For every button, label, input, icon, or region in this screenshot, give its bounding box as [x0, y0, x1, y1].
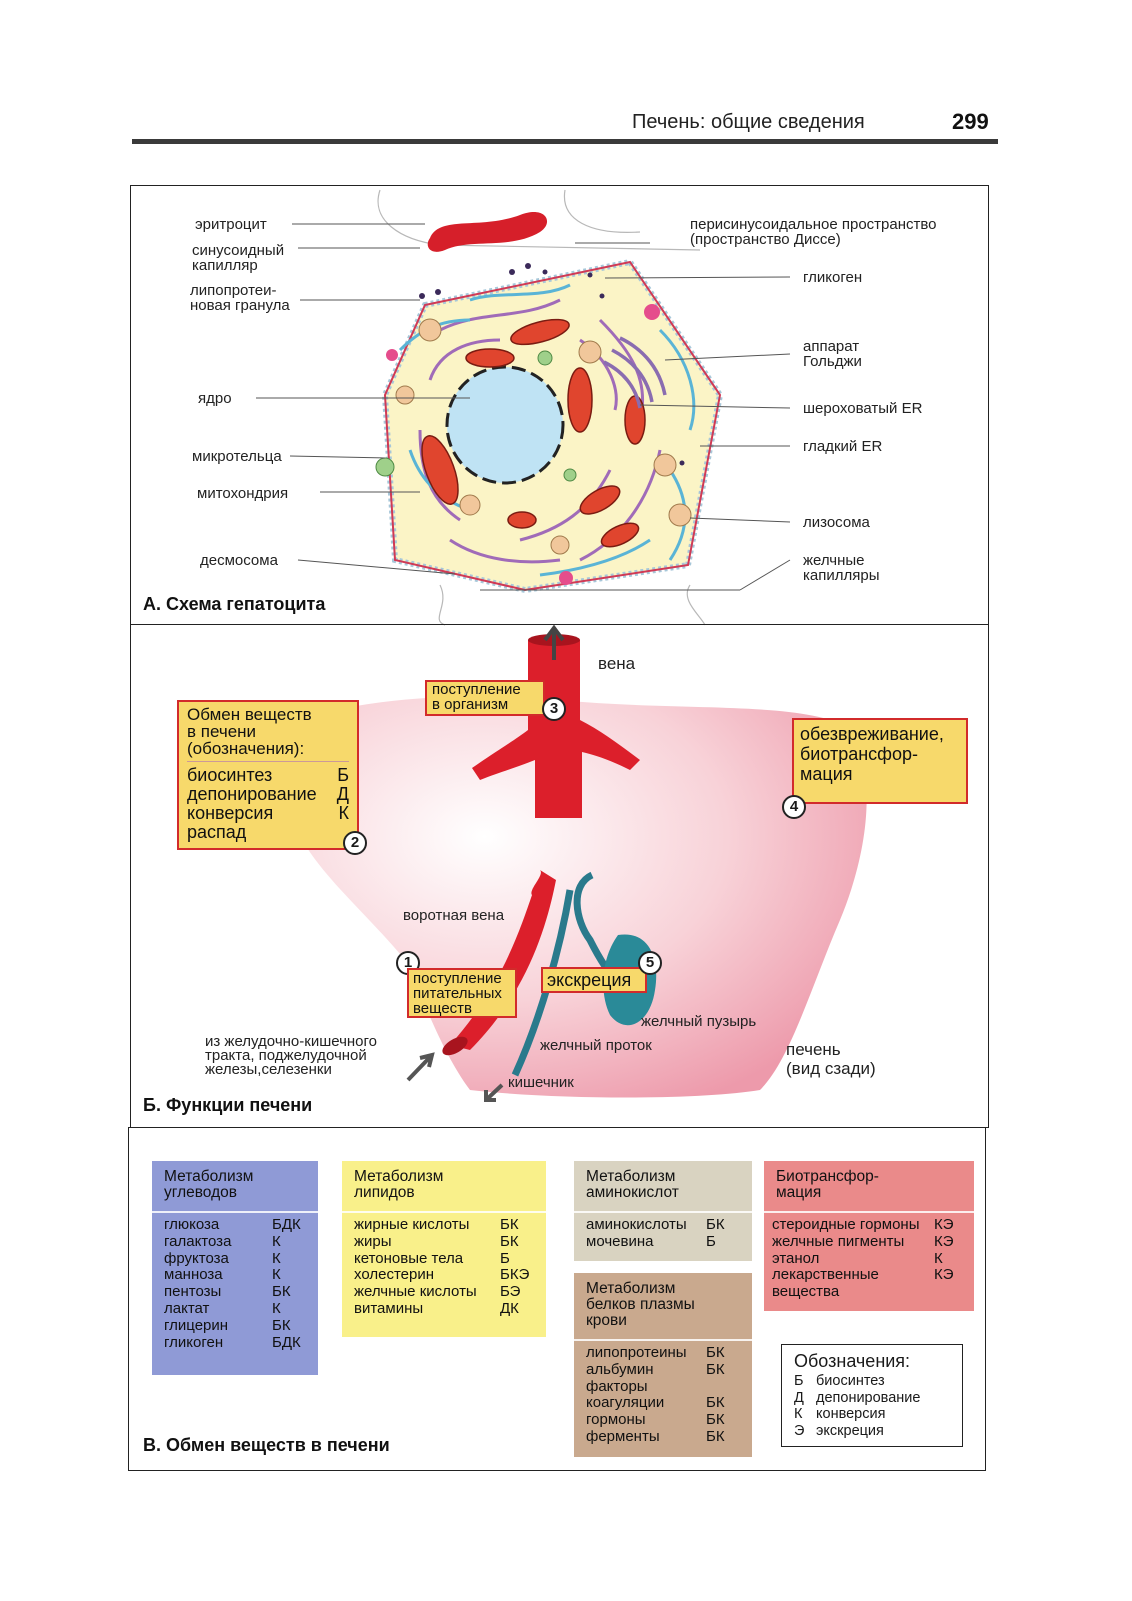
label-golgi: аппарат Гольджи: [803, 338, 862, 370]
nutrients-box: поступление питательных веществ: [407, 968, 517, 1018]
table-row: вещества: [772, 1283, 840, 1301]
excretion-text: экскреция: [547, 970, 632, 990]
label-liver: печень (вид сзади): [786, 1040, 876, 1078]
detox-box: обезвреживание, биотрансфор- мация: [792, 718, 968, 804]
plasma-proteins-title: Метаболизм белков плазмы крови: [586, 1280, 695, 1329]
label-from-gi: из желудочно-кишечного тракта, поджелудо…: [205, 1033, 378, 1078]
label-gallbladder: желчный пузырь: [641, 1013, 757, 1030]
label-mitochondrion: митохондрия: [197, 485, 289, 502]
plasma-proteins-table: Метаболизм белков плазмы крови липопроте…: [574, 1273, 752, 1457]
label-lipoprotein-granule: липопротеи- новая гранула: [190, 282, 290, 314]
label-erythrocyte: эритроцит: [195, 216, 267, 233]
intake-organism-text: поступление в организм: [432, 681, 521, 713]
label-intestine: кишечник: [508, 1074, 574, 1091]
page-header-title: Печень: общие сведения: [632, 111, 865, 133]
nutrients-text: поступление питательных веществ: [413, 970, 502, 1017]
label-vena: вена: [598, 654, 636, 673]
carbs-title: Метаболизм углеводов: [164, 1168, 254, 1201]
excretion-box: экскреция: [541, 967, 647, 993]
label-nucleus: ядро: [198, 390, 232, 407]
section-a-title: А. Схема гепатоцита: [143, 594, 326, 614]
label-desmosome: десмосома: [200, 552, 278, 569]
number-2-badge: 2: [343, 831, 367, 855]
label-rough-er: шероховатый ER: [803, 400, 923, 417]
label-lysosome: лизосома: [803, 514, 870, 531]
detox-text: обезвреживание, биотрансфор- мация: [800, 724, 944, 784]
label-portal-vein: воротная вена: [403, 907, 505, 924]
amino-title: Метаболизм аминокислот: [586, 1168, 679, 1201]
number-4-badge: 4: [782, 795, 806, 819]
legend-row: распад: [187, 822, 247, 842]
metabolism-legend-title: Обмен веществ в печени (обозначения):: [187, 705, 312, 758]
biotransformation-title: Биотрансфор- мация: [776, 1168, 879, 1201]
header-rule: [132, 139, 998, 144]
metabolism-legend-box: Обмен веществ в печени (обозначения): би…: [177, 700, 359, 850]
lipids-title: Метаболизм липидов: [354, 1168, 444, 1201]
label-bile-canaliculi: желчные капилляры: [803, 552, 880, 584]
label-bile-duct: желчный проток: [540, 1037, 652, 1054]
page-number: 299: [952, 109, 989, 134]
number-3-badge: 3: [542, 697, 566, 721]
section-c-frame: [128, 1127, 986, 1471]
codes-legend-title: Обозначения:: [794, 1351, 911, 1371]
number-5-badge: 5: [638, 951, 662, 975]
label-microbody: микротельца: [192, 448, 282, 465]
table-row: факторы: [586, 1377, 648, 1395]
label-glycogen: гликоген: [803, 269, 863, 286]
label-sinusoid: синусоидный капилляр: [192, 242, 285, 274]
section-c-title: В. Обмен веществ в печени: [143, 1435, 390, 1455]
intake-organism-box: поступление в организм: [425, 680, 545, 716]
label-smooth-er: гладкий ER: [803, 438, 883, 455]
label-disse-space: перисинусоидальное пространство (простра…: [690, 216, 937, 248]
section-b-title: Б. Функции печени: [143, 1095, 313, 1115]
